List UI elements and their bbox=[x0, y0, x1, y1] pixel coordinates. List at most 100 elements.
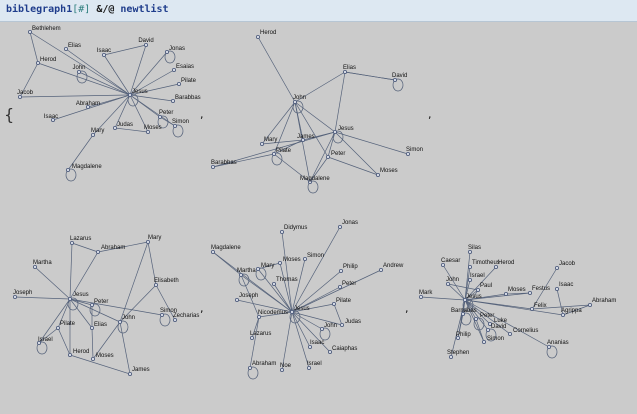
node-jacob[interactable] bbox=[17, 95, 22, 100]
node-simon[interactable] bbox=[302, 256, 307, 261]
node-pilate[interactable] bbox=[331, 301, 336, 306]
node-moses[interactable] bbox=[91, 356, 96, 361]
node-pilate[interactable] bbox=[271, 151, 276, 156]
node-festus[interactable] bbox=[528, 290, 533, 295]
node-mary[interactable] bbox=[259, 142, 264, 147]
node-barabbas[interactable] bbox=[210, 164, 215, 169]
node-joseph[interactable] bbox=[12, 294, 17, 299]
node-jesus[interactable] bbox=[462, 297, 467, 302]
node-isaac[interactable] bbox=[555, 286, 560, 291]
node-james[interactable] bbox=[127, 371, 132, 376]
node-paul[interactable] bbox=[475, 287, 480, 292]
node-isaac[interactable] bbox=[102, 52, 107, 57]
node-james[interactable] bbox=[300, 138, 305, 143]
node-abraham[interactable] bbox=[247, 365, 252, 370]
node-moses[interactable] bbox=[145, 130, 150, 135]
node-mary[interactable] bbox=[91, 133, 96, 138]
node-peter[interactable] bbox=[473, 316, 478, 321]
node-herod[interactable] bbox=[493, 264, 498, 269]
node-moses[interactable] bbox=[277, 260, 282, 265]
node-simon[interactable] bbox=[159, 312, 164, 317]
node-israel[interactable] bbox=[37, 340, 42, 345]
node-barabbas[interactable] bbox=[170, 99, 175, 104]
node-noe[interactable] bbox=[279, 367, 284, 372]
node-elias[interactable] bbox=[90, 325, 95, 330]
node-agrippa[interactable] bbox=[561, 312, 566, 317]
node-peter[interactable] bbox=[157, 115, 162, 120]
node-timotheus[interactable] bbox=[467, 264, 472, 269]
node-jacob[interactable] bbox=[555, 265, 560, 270]
node-bethlehem[interactable] bbox=[27, 29, 32, 34]
node-judas[interactable] bbox=[113, 126, 118, 131]
node-elisabeth[interactable] bbox=[153, 282, 158, 287]
node-abraham[interactable] bbox=[86, 105, 91, 110]
node-ananias[interactable] bbox=[547, 344, 552, 349]
node-simon[interactable] bbox=[405, 151, 410, 156]
node-martha[interactable] bbox=[238, 272, 243, 277]
node-joseph[interactable] bbox=[234, 297, 239, 302]
node-isaac[interactable] bbox=[307, 344, 312, 349]
node-peter[interactable] bbox=[325, 154, 330, 159]
input-expression[interactable]: biblegraph1[#] &/@ newtlist bbox=[6, 4, 169, 15]
node-mary[interactable] bbox=[145, 239, 150, 244]
node-mark[interactable] bbox=[418, 294, 423, 299]
node-felix[interactable] bbox=[530, 306, 535, 311]
node-pilate[interactable] bbox=[56, 325, 61, 330]
node-john[interactable] bbox=[77, 70, 82, 75]
node-simon[interactable] bbox=[172, 124, 177, 129]
node-simon[interactable] bbox=[481, 339, 486, 344]
node-moses[interactable] bbox=[375, 172, 380, 177]
node-cornelius[interactable] bbox=[507, 331, 512, 336]
node-jesus[interactable] bbox=[332, 130, 337, 135]
node-john[interactable] bbox=[445, 281, 450, 286]
node-david[interactable] bbox=[485, 327, 490, 332]
node-luke[interactable] bbox=[487, 321, 492, 326]
node-peter[interactable] bbox=[337, 284, 342, 289]
node-magdalene[interactable] bbox=[66, 167, 71, 172]
node-stephen[interactable] bbox=[448, 354, 453, 359]
node-israel[interactable] bbox=[306, 365, 311, 370]
node-herod[interactable] bbox=[36, 61, 41, 66]
node-thomas[interactable] bbox=[271, 281, 276, 286]
node-nicodemus[interactable] bbox=[256, 314, 261, 319]
node-john[interactable] bbox=[118, 319, 123, 324]
node-isaac[interactable] bbox=[51, 118, 56, 123]
node-elias[interactable] bbox=[64, 46, 69, 51]
node-moses[interactable] bbox=[503, 291, 508, 296]
node-magdalene[interactable] bbox=[210, 249, 215, 254]
node-didymus[interactable] bbox=[279, 229, 284, 234]
node-david[interactable] bbox=[392, 78, 397, 83]
input-cell[interactable]: biblegraph1[#] &/@ newtlist bbox=[0, 0, 637, 22]
node-lazarus[interactable] bbox=[249, 335, 254, 340]
node-silas[interactable] bbox=[467, 249, 472, 254]
node-israel[interactable] bbox=[467, 277, 472, 282]
node-philip[interactable] bbox=[455, 335, 460, 340]
node-mary[interactable] bbox=[255, 266, 260, 271]
node-jesus[interactable] bbox=[68, 296, 73, 301]
node-john[interactable] bbox=[319, 326, 324, 331]
node-esaias[interactable] bbox=[171, 68, 176, 73]
node-caesar[interactable] bbox=[440, 262, 445, 267]
node-pilate[interactable] bbox=[176, 82, 181, 87]
node-abraham[interactable] bbox=[96, 249, 101, 254]
node-john[interactable] bbox=[292, 100, 297, 105]
node-jonas[interactable] bbox=[164, 49, 169, 54]
node-jesus[interactable] bbox=[127, 93, 132, 98]
node-abraham[interactable] bbox=[588, 302, 593, 307]
node-magdalene[interactable] bbox=[307, 179, 312, 184]
node-peter[interactable] bbox=[90, 302, 95, 307]
node-andrew[interactable] bbox=[378, 267, 383, 272]
node-david[interactable] bbox=[143, 42, 148, 47]
node-jonas[interactable] bbox=[337, 224, 342, 229]
node-herod[interactable] bbox=[68, 352, 73, 357]
node-martha[interactable] bbox=[33, 264, 38, 269]
node-zecharias[interactable] bbox=[172, 317, 177, 322]
node-barnabas[interactable] bbox=[460, 311, 465, 316]
node-judas[interactable] bbox=[339, 322, 344, 327]
node-herod[interactable] bbox=[255, 34, 260, 39]
node-caiaphas[interactable] bbox=[327, 349, 332, 354]
node-lazarus[interactable] bbox=[70, 240, 75, 245]
node-elias[interactable] bbox=[342, 70, 347, 75]
node-jesus[interactable] bbox=[289, 309, 294, 314]
node-philip[interactable] bbox=[338, 268, 343, 273]
